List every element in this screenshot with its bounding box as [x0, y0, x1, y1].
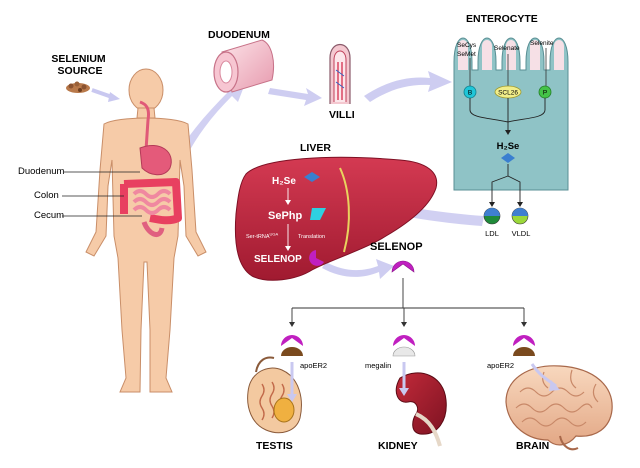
testis-receptor-icon [281, 335, 303, 356]
liver-selenop-label: SELENOP [254, 254, 302, 265]
cecum-body-label: Cecum [34, 210, 64, 221]
brain-label: BRAIN [516, 440, 549, 452]
food-source-icon [66, 81, 90, 93]
selenate-label: Selenate [494, 45, 520, 52]
brain-receptor-icon [513, 335, 535, 356]
small-intestine [132, 189, 172, 215]
h2se-liver-icon [304, 172, 320, 182]
secys-label: SeCys [457, 42, 477, 49]
stomach [139, 145, 172, 176]
apoer2-testis-label: apoER2 [300, 361, 327, 370]
transporter-p-label: P [543, 90, 547, 97]
gi-tract [120, 100, 182, 237]
trna-label: Ser-tRNAUGA [246, 232, 279, 241]
vldl-particle-icon [511, 207, 529, 225]
selenium-source-label: SELENIUM SOURCE [51, 53, 108, 77]
source-arrow [91, 88, 113, 99]
selenop-plasma-icon [391, 260, 415, 273]
megalin-label: megalin [365, 361, 391, 370]
sephp-label: SePhp [268, 210, 303, 222]
transporter-b-label: B [468, 90, 472, 97]
selenop-liver-icon [309, 250, 324, 266]
apoer2-brain-label: apoER2 [487, 361, 514, 370]
arrow-enterocyte-to-liver [328, 184, 484, 226]
sephp-icon [310, 208, 326, 220]
duodenum-tube [213, 39, 275, 93]
enterocyte-cell [453, 37, 569, 191]
arrow-duodenum-to-villi [268, 88, 322, 106]
liver-title: LIVER [300, 142, 331, 154]
liver-organ [234, 156, 438, 281]
kidney-receptor-icon [392, 335, 416, 357]
ldl-particle-icon [483, 207, 501, 225]
duodenum-title: DUODENUM [208, 29, 270, 41]
arrow-liver-to-selenop [322, 259, 394, 279]
colon [123, 178, 182, 225]
selenite-label: Selenite [530, 40, 554, 47]
colon-body-label: Colon [34, 190, 59, 201]
villi-illustration [329, 43, 351, 104]
villi-label: VILLI [329, 109, 355, 121]
liver-ligament [339, 167, 350, 253]
duodenum-body-label: Duodenum [18, 166, 65, 177]
brain-organ [505, 365, 613, 451]
cecum [141, 221, 165, 237]
kidney-organ [395, 372, 447, 447]
enterocyte-h2se-label: H₂Se [497, 141, 520, 152]
enterocyte-title: ENTEROCYTE [466, 13, 538, 25]
arrow-villi-to-enterocyte [364, 71, 452, 102]
selenop-title: SELENOP [370, 241, 423, 253]
testis-label: TESTIS [256, 440, 293, 452]
semet-label: SeMet [457, 51, 476, 58]
h2se-enterocyte-icon [501, 153, 515, 163]
scl26-label: SCL26 [498, 90, 518, 97]
kidney-label: KIDNEY [378, 440, 418, 452]
translation-label: Translation [298, 234, 325, 240]
vldl-label: VLDL [512, 229, 531, 238]
ldl-label: LDL [485, 229, 499, 238]
testis-organ [247, 356, 302, 434]
liver-h2se-label: H₂Se [272, 176, 296, 187]
